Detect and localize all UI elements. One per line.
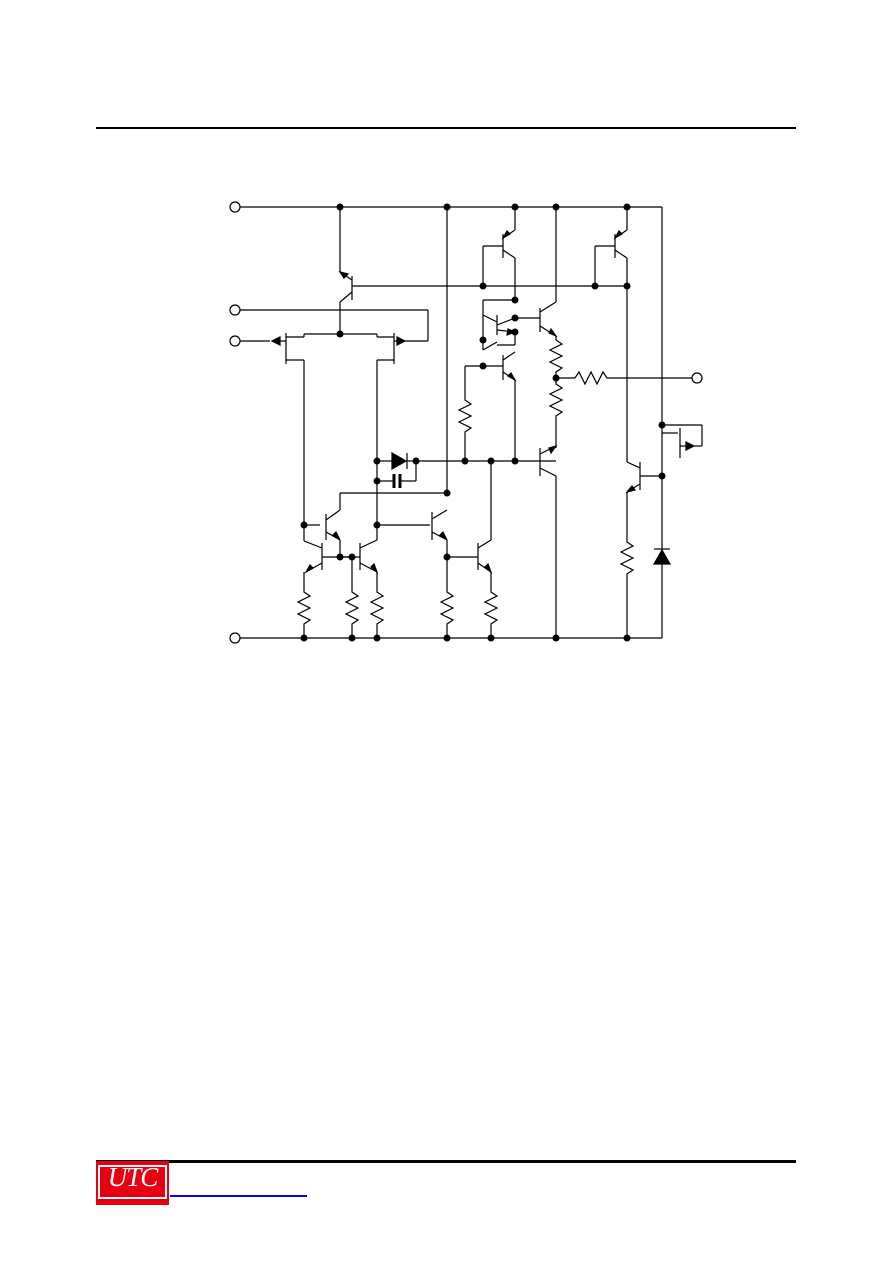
header-rule xyxy=(96,127,796,129)
footer-link[interactable] xyxy=(170,1195,307,1197)
input-transistor xyxy=(338,207,627,334)
terminal-vcc xyxy=(229,201,241,213)
terminal-gnd xyxy=(229,632,241,644)
utc-logo: UTC xyxy=(96,1161,169,1205)
junction-dots xyxy=(300,203,666,642)
top-rail xyxy=(240,206,663,420)
driver-transistor xyxy=(539,444,558,638)
diode-compensation xyxy=(377,451,556,488)
darlington-stage xyxy=(457,207,558,461)
output-stage xyxy=(619,420,703,638)
pnp-mirror-1 xyxy=(482,207,516,300)
footer-rule xyxy=(96,1160,796,1163)
input-pair xyxy=(270,333,407,525)
bottom-resistors xyxy=(296,588,499,638)
current-mirror-left xyxy=(303,509,379,588)
terminal-input-1 xyxy=(229,304,241,316)
logo-text: UTC xyxy=(107,1162,159,1192)
terminal-input-2 xyxy=(229,335,241,347)
bottom-rail xyxy=(240,480,663,639)
current-mirror-right xyxy=(377,461,493,588)
pnp-mirror-2 xyxy=(594,207,628,462)
terminal-output xyxy=(691,372,703,384)
output-divider xyxy=(548,336,692,448)
